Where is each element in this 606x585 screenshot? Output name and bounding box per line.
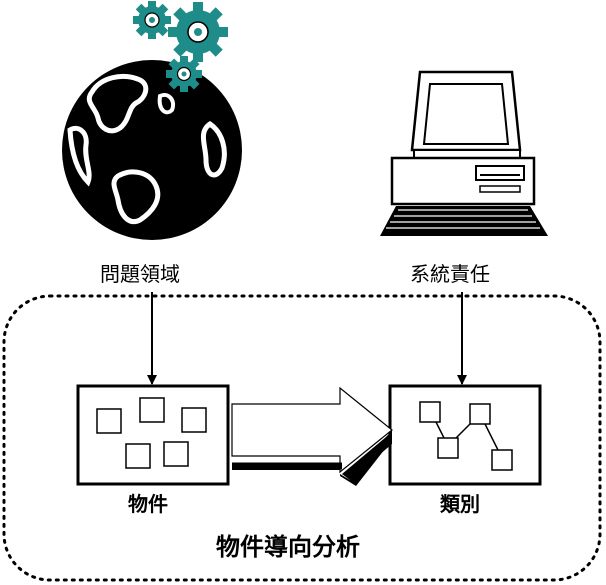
problem-domain-label: 問題領域 xyxy=(100,262,180,286)
classes-label: 類別 xyxy=(440,492,480,516)
analysis-boundary xyxy=(2,294,602,582)
transform-arrow xyxy=(231,386,393,486)
class-square xyxy=(491,449,513,471)
objects-label: 物件 xyxy=(128,492,168,516)
object-square xyxy=(96,408,122,434)
gear-icon-small-bottom xyxy=(166,56,202,92)
globe-icon xyxy=(62,60,242,240)
object-square xyxy=(181,407,207,433)
class-square xyxy=(469,403,491,425)
system-responsibility-label: 系統責任 xyxy=(410,262,490,286)
object-square xyxy=(139,397,165,423)
class-square xyxy=(437,437,459,459)
class-square xyxy=(419,401,441,423)
object-square xyxy=(163,441,189,467)
gear-icon-large xyxy=(168,2,228,62)
object-square xyxy=(125,443,151,469)
objects-box xyxy=(76,384,230,486)
classes-box xyxy=(388,384,542,486)
gear-icon-small-top xyxy=(133,1,171,39)
diagram-title: 物件導向分析 xyxy=(216,533,360,561)
computer-icon xyxy=(380,70,548,236)
